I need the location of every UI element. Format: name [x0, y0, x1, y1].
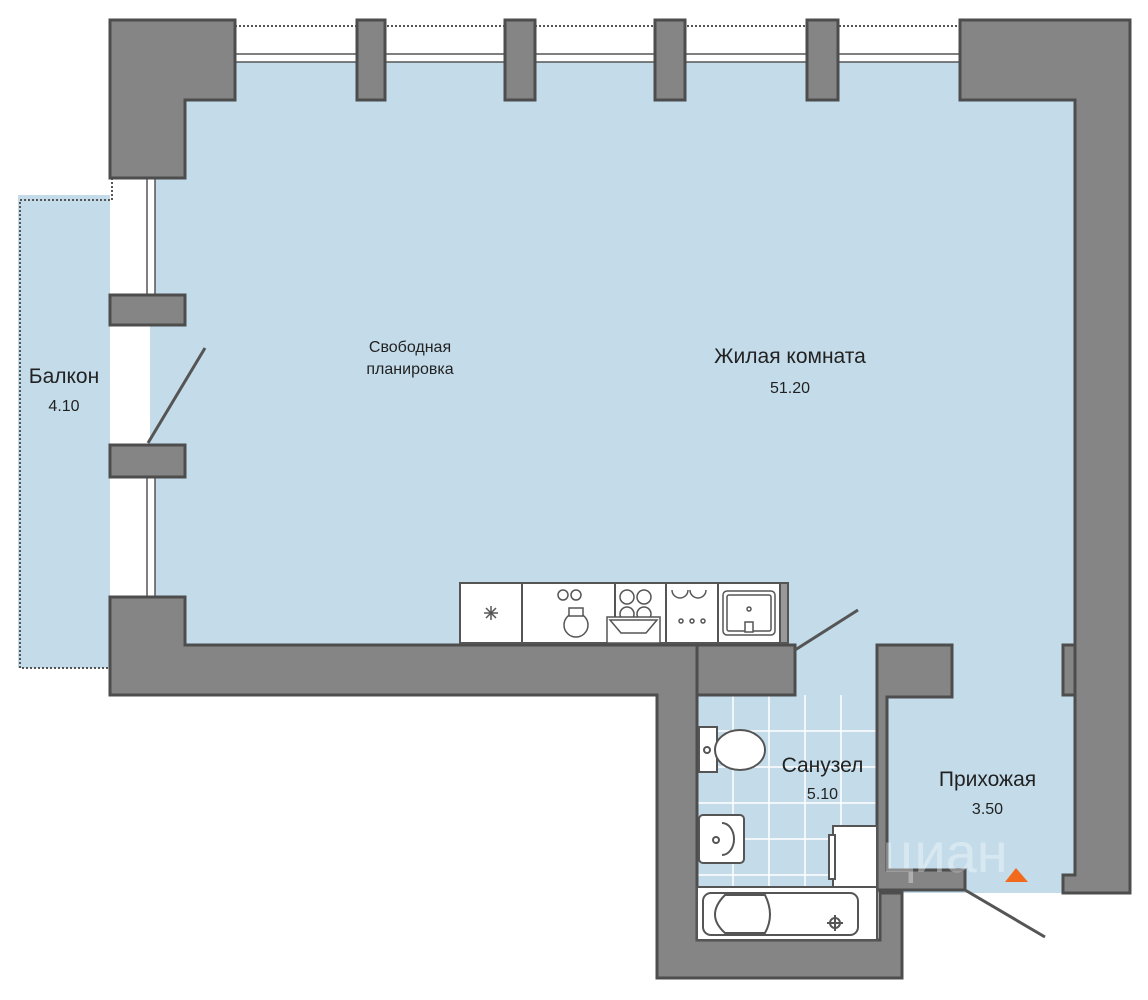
wall-stub — [1061, 643, 1077, 697]
bathtub-icon — [696, 886, 878, 941]
wall-pier — [108, 293, 187, 327]
washbasin-icon — [698, 814, 745, 864]
hall-name: Прихожая — [938, 768, 1037, 791]
wall-block-hall — [875, 643, 967, 892]
living-room-name: Жилая комната — [714, 345, 866, 368]
toilet-icon — [698, 726, 766, 773]
wall-block — [695, 643, 797, 697]
bathroom-area: 5.10 — [806, 786, 839, 803]
walls — [108, 18, 1132, 980]
living-room-floor — [150, 60, 1075, 645]
washing-machine-icon — [828, 825, 878, 889]
cooktop-icon — [606, 589, 661, 644]
watermark: циан — [882, 821, 1008, 884]
living-room-area: 51.20 — [769, 380, 811, 397]
floors — [18, 60, 1075, 940]
wall-bottom — [108, 595, 904, 980]
wall-right — [958, 18, 1132, 895]
pillar — [355, 18, 387, 102]
doors — [146, 347, 1046, 939]
bathroom-fixtures — [696, 726, 878, 941]
balcony-area: 4.10 — [48, 398, 80, 415]
dishwasher-icon — [671, 589, 707, 624]
washer-icon — [557, 589, 589, 638]
free-layout-line1: Свободная — [368, 339, 452, 356]
free-layout-label: Свободная планировка — [340, 337, 480, 381]
wall-pier — [108, 443, 187, 479]
entrance-marker-icon — [1005, 868, 1028, 882]
balcony-name: Балкон — [28, 365, 100, 388]
free-layout-line2: планировка — [366, 361, 454, 378]
hall-area: 3.50 — [971, 801, 1004, 818]
balcony-floor — [18, 195, 110, 668]
pillar — [653, 18, 687, 102]
kitchen-counter — [459, 582, 789, 644]
sink-icon — [722, 590, 776, 636]
pillar — [503, 18, 537, 102]
fridge-snowflake-icon — [484, 606, 498, 620]
bathroom-name: Санузел — [781, 754, 864, 777]
wall-top-left — [108, 18, 237, 180]
pillar — [805, 18, 840, 102]
